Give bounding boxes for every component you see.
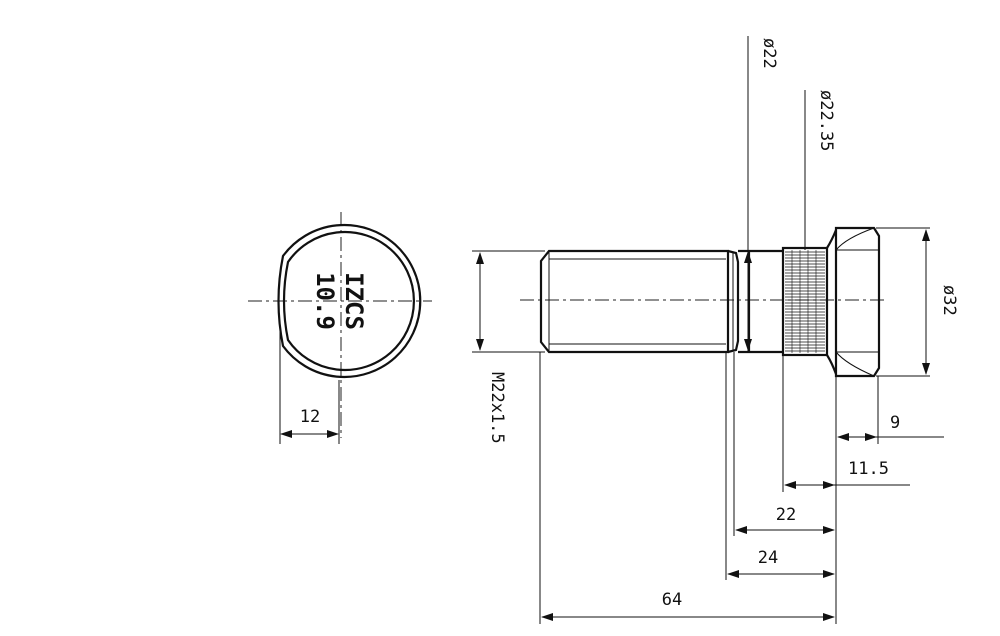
dia-knurl-label: ø22.35 bbox=[816, 90, 836, 151]
knurl-length-label: 11.5 bbox=[848, 459, 889, 479]
knurl-hatching bbox=[785, 250, 825, 353]
head-length-label: 9 bbox=[890, 413, 900, 433]
end-view-inner-profile bbox=[282, 230, 415, 372]
threaded-shank-outline bbox=[539, 249, 730, 354]
thread-label: M22x1.5 bbox=[487, 372, 507, 444]
side-view bbox=[520, 226, 888, 378]
undercut-groove bbox=[727, 249, 740, 354]
len-24-label: 24 bbox=[758, 548, 778, 568]
len-22-label: 22 bbox=[776, 505, 796, 525]
head-marking-line1: IZCS bbox=[340, 272, 368, 330]
end-view-outer-profile bbox=[277, 223, 422, 379]
head-marking-line2: 10.9 bbox=[311, 272, 339, 330]
total-length-label: 64 bbox=[662, 590, 682, 610]
dia-head-label: ø32 bbox=[939, 285, 959, 316]
head-curve-top bbox=[835, 227, 875, 251]
dimensions: ø22 ø22.35 ø32 M22x1.5 9 11.5 22 bbox=[472, 36, 959, 624]
plain-shank-outline bbox=[738, 249, 783, 354]
dia-shank-label: ø22 bbox=[759, 38, 779, 69]
end-view: IZCS 10.9 12 bbox=[248, 212, 432, 444]
head-curve-bottom bbox=[835, 351, 875, 377]
neck-outline bbox=[826, 229, 838, 375]
flat-width-label: 12 bbox=[300, 407, 320, 427]
